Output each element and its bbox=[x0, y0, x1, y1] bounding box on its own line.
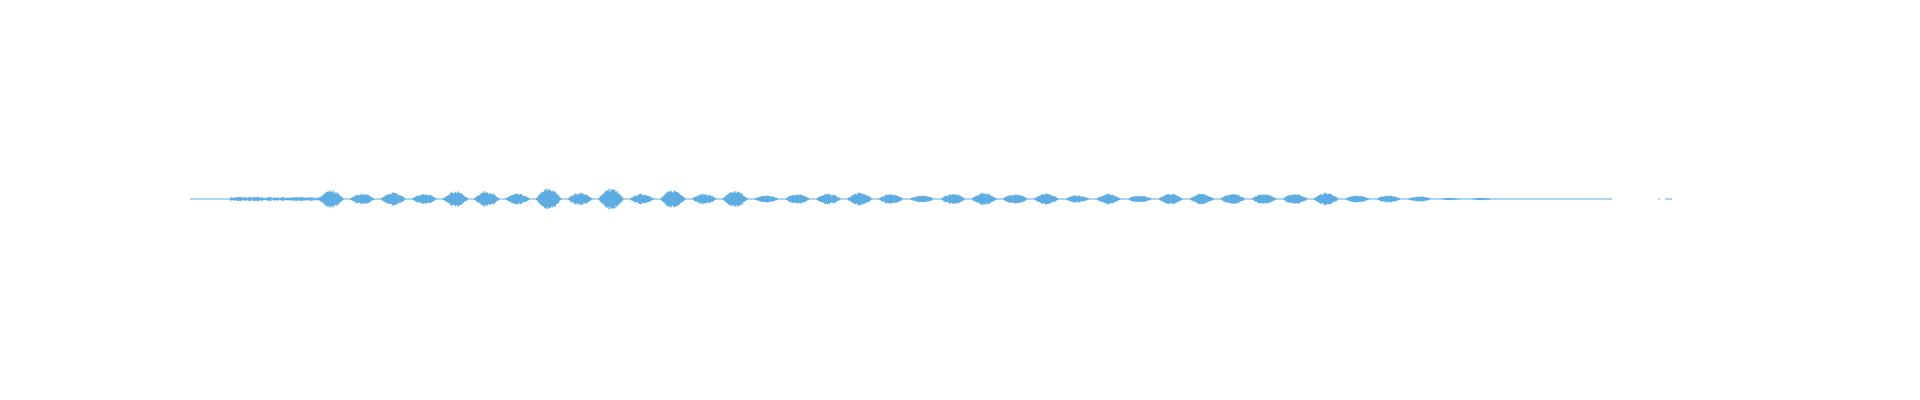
waveform-segment bbox=[1188, 193, 1216, 205]
waveform-segment bbox=[1094, 193, 1123, 205]
waveform-segment bbox=[1250, 194, 1278, 204]
waveform-segment bbox=[721, 191, 749, 207]
waveform-segment bbox=[846, 192, 874, 206]
waveform-segment bbox=[1001, 194, 1029, 204]
waveform-blip bbox=[1658, 198, 1660, 200]
waveform-segment bbox=[348, 193, 376, 205]
waveform-segment bbox=[410, 194, 438, 204]
waveform-segment bbox=[1063, 195, 1091, 203]
waveform-segment bbox=[1343, 195, 1371, 203]
waveform-segment bbox=[441, 191, 469, 207]
waveform-segment bbox=[504, 193, 532, 205]
waveform-segment bbox=[783, 194, 812, 204]
waveform-segments bbox=[190, 188, 1672, 210]
waveform-segment bbox=[1032, 193, 1060, 205]
waveform-segment bbox=[1126, 195, 1154, 203]
waveform-segment bbox=[877, 194, 905, 204]
waveform-segment bbox=[1405, 196, 1434, 202]
waveform-segment bbox=[535, 188, 563, 210]
waveform-segment bbox=[690, 193, 718, 205]
waveform-segment bbox=[1312, 192, 1340, 206]
waveform-lead-in-noise bbox=[229, 196, 330, 202]
waveform-segment bbox=[1468, 197, 1496, 201]
waveform-segment bbox=[379, 192, 407, 206]
waveform-segment bbox=[472, 191, 501, 207]
waveform-segment bbox=[1219, 194, 1247, 204]
waveform-segment bbox=[908, 195, 936, 203]
waveform-segment bbox=[815, 193, 843, 205]
waveform-segment bbox=[659, 190, 687, 208]
waveform-segment bbox=[566, 192, 594, 206]
waveform-segment bbox=[970, 192, 998, 206]
waveform-segment bbox=[597, 188, 625, 210]
waveform-segment bbox=[752, 195, 780, 203]
waveform-segment bbox=[1374, 195, 1402, 203]
waveform-tail bbox=[1665, 198, 1672, 200]
waveform-segment bbox=[1157, 193, 1185, 205]
waveform-segment bbox=[939, 193, 967, 205]
waveform-segment bbox=[317, 190, 345, 208]
waveform-segment bbox=[628, 193, 656, 205]
waveform-segment bbox=[1281, 194, 1309, 204]
waveform-segment bbox=[1437, 197, 1465, 201]
